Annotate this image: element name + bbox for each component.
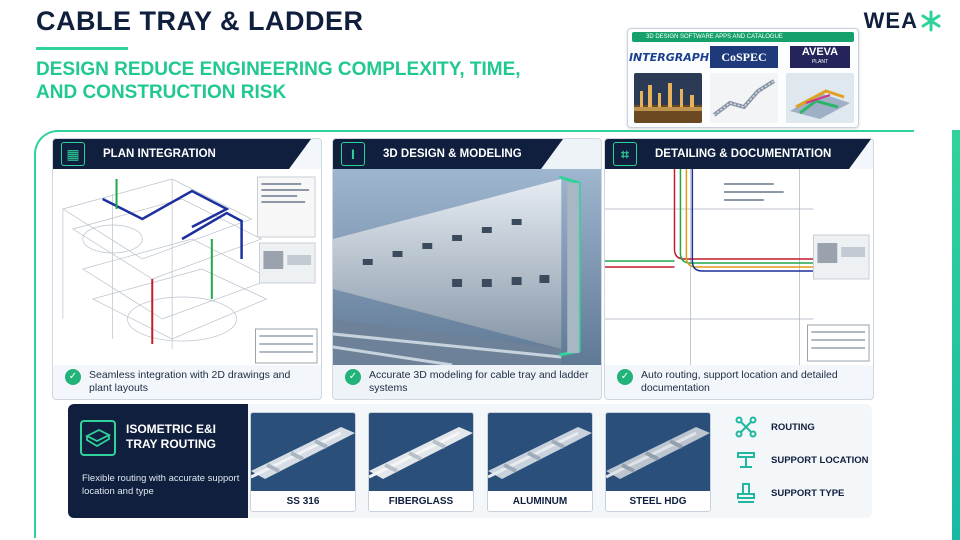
spark-icon [921,10,941,32]
card-title: DETAILING & DOCUMENTATION [655,148,832,160]
title-underline [36,47,128,50]
card-title: 3D DESIGN & MODELING [383,148,522,160]
card-caption: ✓ Accurate 3D modeling for cable tray an… [345,369,593,395]
isometric-routing-panel: ISOMETRIC E&I TRAY ROUTING Flexible rout… [68,404,248,518]
card-caption: ✓ Seamless integration with 2D drawings … [65,369,313,395]
material-label: SS 316 [251,491,355,511]
check-icon: ✓ [65,369,81,385]
material-label: FIBERGLASS [369,491,473,511]
aveva-logo-text: AVEVA [801,46,839,58]
tray-icon [80,420,116,456]
brand-name: WEA [863,8,918,33]
cospec-logo: CoSPEC [710,46,778,68]
material-fiberglass: FIBERGLASS [368,412,474,512]
card-plan-integration: ▦ PLAN INTEGRATION ✓ Seamless integratio… [52,138,322,400]
card-3d-design-modeling: I 3D DESIGN & MODELING ✓ Accurate 3D mod… [332,138,602,400]
3d-tray-render [333,169,601,365]
plan-drawing-icon: ▦ [61,142,85,166]
feature-support-location: SUPPORT LOCATION [735,449,868,471]
feature-routing: ROUTING [735,416,815,438]
card-header: ⌗ DETAILING & DOCUMENTATION [605,139,871,169]
brand-logo: WEA [864,8,942,34]
isometric-description: Flexible routing with accurate support l… [82,473,240,497]
tray-sketch-image [710,73,778,123]
card-header: I 3D DESIGN & MODELING [333,139,563,169]
page-subtitle: DESIGN REDUCE ENGINEERING COMPLEXITY, TI… [36,59,521,103]
material-aluminum: ALUMINUM [487,412,593,512]
ladder-image [606,413,710,491]
ladder-image [369,413,473,491]
software-catalog-panel: 3D DESIGN SOFTWARE APPS AND CATALOGUE IN… [627,28,859,128]
check-icon: ✓ [617,369,633,385]
refinery-photo [634,73,702,123]
material-ss316: SS 316 [250,412,356,512]
card-header: ▦ PLAN INTEGRATION [53,139,311,169]
aveva-logo-sub: PLANT [811,59,829,65]
isometric-title: ISOMETRIC E&I TRAY ROUTING [126,422,217,451]
aveva-logo: AVEVA PLANT [790,46,850,68]
routing-icon [735,416,757,438]
ladder-image [251,413,355,491]
i-beam-icon: I [341,142,365,166]
material-label: STEEL HDG [606,491,710,511]
3d-model-render [786,73,854,123]
ladder-image [488,413,592,491]
content-frame [34,130,914,538]
support-type-icon [735,482,757,504]
plan-layout-drawing [53,169,321,365]
material-steel-hdg: STEEL HDG [605,412,711,512]
card-title: PLAN INTEGRATION [103,148,216,160]
support-location-icon [735,449,757,471]
card-detailing-documentation: ⌗ DETAILING & DOCUMENTATION ✓ Auto routi… [604,138,874,400]
document-icon: ⌗ [613,142,637,166]
card-caption: ✓ Auto routing, support location and det… [617,369,865,395]
material-label: ALUMINUM [488,491,592,511]
feature-support-type: SUPPORT TYPE [735,482,844,504]
accent-side-bar [952,130,960,540]
intergraph-logo: INTERGRAPH [628,50,710,64]
detail-drawing [605,169,873,365]
page-title: CABLE TRAY & LADDER [36,6,364,36]
catalog-heading: 3D DESIGN SOFTWARE APPS AND CATALOGUE [632,32,854,42]
check-icon: ✓ [345,369,361,385]
